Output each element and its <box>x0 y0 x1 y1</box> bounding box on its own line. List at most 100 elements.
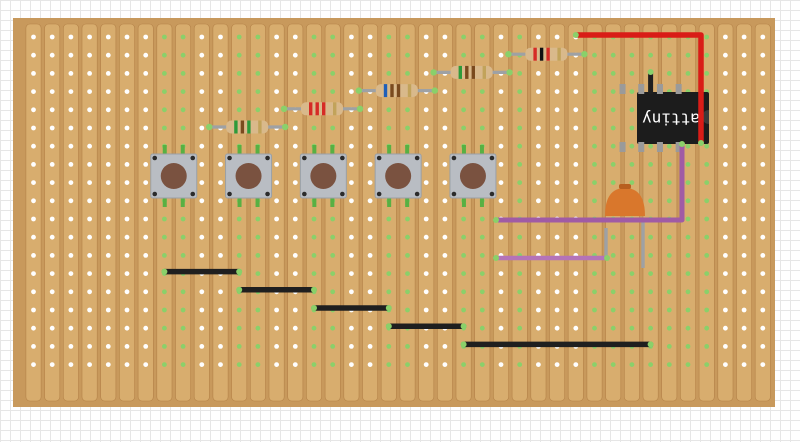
hole <box>760 107 766 113</box>
hole <box>741 325 747 331</box>
hole <box>292 362 298 367</box>
hole <box>741 198 747 204</box>
resistor <box>430 65 513 79</box>
button-corner <box>190 191 196 197</box>
hole <box>386 344 392 349</box>
hole <box>685 162 691 167</box>
hole <box>741 289 747 295</box>
copper-strip <box>567 23 584 402</box>
hole <box>386 125 392 131</box>
resistor-end <box>282 123 289 131</box>
hole <box>629 325 635 331</box>
hole <box>87 198 92 204</box>
hole <box>68 325 74 331</box>
hole <box>367 125 373 131</box>
hole <box>49 307 55 313</box>
hole <box>536 234 541 240</box>
push-button <box>225 145 273 207</box>
hole <box>87 253 92 258</box>
hole <box>704 307 710 313</box>
hole <box>405 253 410 258</box>
hole <box>479 216 485 222</box>
hole <box>218 162 223 167</box>
copper-strip <box>586 23 603 402</box>
hole <box>124 362 130 367</box>
hole <box>143 107 149 113</box>
hole <box>143 180 149 186</box>
hole <box>498 180 504 186</box>
wire-end <box>236 268 243 275</box>
hole <box>292 253 298 258</box>
hole <box>554 198 560 204</box>
chip-body <box>637 92 709 144</box>
button-corner <box>376 155 382 161</box>
hole <box>536 125 541 131</box>
hole <box>723 34 728 40</box>
wire-end <box>647 341 654 348</box>
hole <box>536 107 541 113</box>
hole <box>311 253 317 258</box>
hole <box>236 89 242 94</box>
hole <box>554 34 560 40</box>
hole <box>292 34 298 40</box>
hole <box>49 125 55 131</box>
hole <box>274 143 279 149</box>
hole <box>255 89 261 94</box>
push-button <box>299 145 347 207</box>
resistor-end <box>280 105 288 113</box>
hole <box>461 107 466 113</box>
hole <box>610 180 616 186</box>
hole <box>442 344 448 349</box>
hole <box>648 143 653 149</box>
hole <box>330 344 336 349</box>
hole <box>68 52 74 58</box>
hole <box>292 143 298 149</box>
hole <box>68 234 74 240</box>
hole <box>648 325 653 331</box>
hole <box>255 34 261 40</box>
hole <box>741 307 747 313</box>
hole <box>629 107 635 113</box>
hole <box>423 216 429 222</box>
hole <box>367 289 373 295</box>
hole <box>592 307 597 313</box>
hole <box>592 234 597 240</box>
hole <box>760 143 766 149</box>
hole <box>685 234 691 240</box>
hole <box>423 71 429 76</box>
hole <box>666 307 672 313</box>
hole <box>423 162 429 167</box>
hole <box>536 289 541 295</box>
hole <box>723 180 728 186</box>
hole <box>741 271 747 276</box>
hole <box>143 52 149 58</box>
hole <box>405 52 410 58</box>
hole <box>349 34 354 40</box>
hole <box>723 216 728 222</box>
hole <box>536 362 541 367</box>
hole <box>685 289 691 295</box>
hole <box>573 89 579 94</box>
hole <box>610 52 616 58</box>
resistor-band <box>234 120 238 134</box>
hole <box>685 52 691 58</box>
hole <box>573 143 579 149</box>
button-corner <box>451 191 457 197</box>
hole <box>554 180 560 186</box>
hole <box>685 143 691 149</box>
copper-strip <box>119 23 135 402</box>
wire-end <box>493 217 499 223</box>
hole <box>592 325 597 331</box>
hole <box>685 216 691 222</box>
copper-strip <box>62 23 79 402</box>
button-corner <box>414 191 420 197</box>
hole <box>741 107 747 113</box>
hole <box>536 198 541 204</box>
resistor <box>206 120 289 134</box>
hole <box>666 289 672 295</box>
hole <box>685 344 691 349</box>
hole <box>498 234 504 240</box>
hole <box>199 71 205 76</box>
hole <box>162 34 167 40</box>
button-corner <box>302 155 307 161</box>
